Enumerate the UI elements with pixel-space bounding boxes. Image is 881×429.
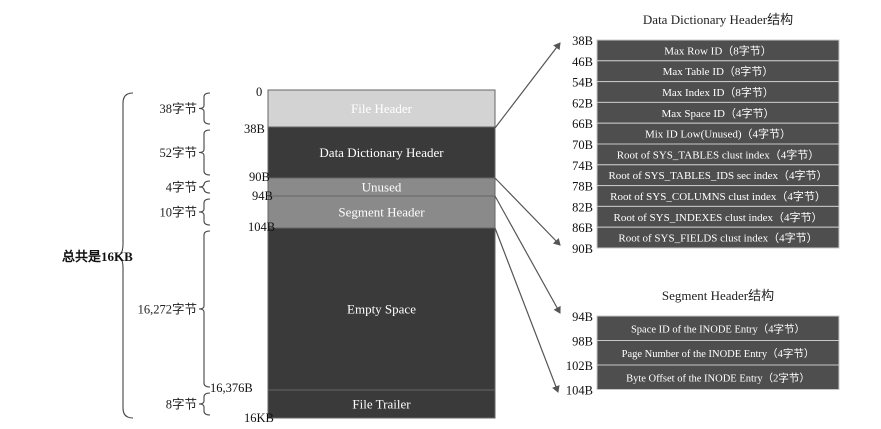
structure-field-label: Byte Offset of the INODE Entry（2字节） xyxy=(626,371,810,384)
page-section-label: Data Dictionary Header xyxy=(319,145,444,160)
structure-field-label: Max Row ID（8字节） xyxy=(664,43,772,57)
section-size-label: 38字节 xyxy=(159,101,197,116)
page-offset-label: 94B xyxy=(252,189,273,203)
page-section-data-dictionary-header xyxy=(267,126,496,179)
structure-field-label: Space ID of the INODE Entry（4字节） xyxy=(631,322,805,335)
structure-field-label: Max Index ID（8字节） xyxy=(662,85,774,99)
section-size-braces: 38字节 52字节 4字节 10字节 16,272字节 8字节 xyxy=(138,92,211,416)
page-offset-start: 0 xyxy=(256,85,262,99)
total-size-label: 总共是16KB xyxy=(62,249,133,264)
structure-offset-label: 104B xyxy=(566,384,593,398)
ddh-structure-title: Data Dictionary Header结构 xyxy=(643,12,793,27)
structure-field-cell xyxy=(596,340,840,366)
structure-offset-label: 38B xyxy=(572,34,593,48)
structure-field-label: Root of SYS_TABLES_IDS sec index（4字节） xyxy=(608,168,827,182)
structure-offset-label: 46B xyxy=(572,55,593,69)
structure-offset-label: 94B xyxy=(572,310,593,324)
structure-offset-label: 86B xyxy=(572,221,593,235)
ddh-offset-labels: 38B 46B 54B 62B 66B 70B 74B 78B 82B 86B 90B xyxy=(572,34,593,256)
seg-offset-labels: 94B 98B 102B 104B xyxy=(566,310,593,398)
section-size-label: 10字节 xyxy=(159,205,197,220)
page-section-label: File Trailer xyxy=(352,397,411,412)
page-section-segment-header xyxy=(267,195,496,229)
structure-field-label: Mix ID Low(Unused)（4字节） xyxy=(645,127,791,141)
structure-offset-label: 102B xyxy=(566,359,593,373)
structure-offset-label: 54B xyxy=(572,76,593,90)
structure-offset-label: 82B xyxy=(572,200,593,214)
structure-offset-label: 90B xyxy=(572,242,593,256)
section-size-brace xyxy=(198,198,211,226)
arrow-seg-top xyxy=(494,195,561,314)
connector-arrows xyxy=(494,42,561,393)
structure-offset-label: 98B xyxy=(572,335,593,349)
structure-offset-label: 78B xyxy=(572,180,593,194)
section-size-brace xyxy=(198,92,211,125)
structure-field-cell xyxy=(596,315,840,341)
structure-offset-label: 62B xyxy=(572,96,593,110)
section-size-brace xyxy=(198,180,211,194)
page-section-empty-space xyxy=(267,227,496,391)
page-section-label: Segment Header xyxy=(338,205,425,220)
arrow-seg-bottom xyxy=(494,227,560,393)
section-size-label: 8字节 xyxy=(166,397,197,412)
section-size-brace xyxy=(198,129,211,176)
section-size-label: 52字节 xyxy=(159,145,197,160)
structure-field-label: Root of SYS_FIELDS clust index（4字节） xyxy=(618,231,817,245)
section-size-label: 4字节 xyxy=(166,180,197,195)
structure-field-label: Max Table ID（8字节） xyxy=(663,64,774,78)
page-section-file-trailer xyxy=(267,389,496,419)
page-offset-label: 16KB xyxy=(244,411,274,425)
ddh-structure-table: Max Row ID（8字节） Max Table ID（8字节） Max Inde… xyxy=(596,39,840,249)
structure-field-label: Root of SYS_INDEXES clust index（4字节） xyxy=(614,210,823,224)
total-brace xyxy=(115,92,134,419)
structure-offset-label: 74B xyxy=(572,159,593,173)
page-section-label: Unused xyxy=(362,180,402,195)
structure-field-label: Root of SYS_TABLES clust index（4字节） xyxy=(617,147,820,161)
page-offset-label: 104B xyxy=(248,220,275,234)
structure-field-cell xyxy=(596,364,840,390)
structure-offset-label: 66B xyxy=(572,117,593,131)
structure-field-label: Page Number of the INODE Entry（4字节） xyxy=(622,347,815,360)
structure-field-label: Max Space ID（4字节） xyxy=(661,106,774,120)
section-size-brace xyxy=(198,392,211,416)
structure-offset-label: 70B xyxy=(572,138,593,152)
seg-structure-table: Space ID of the INODE Entry（4字节） Page Num… xyxy=(596,315,840,390)
page-section-label: Empty Space xyxy=(347,302,416,317)
page-section-label: File Header xyxy=(351,101,413,116)
section-size-brace xyxy=(198,230,211,388)
page-offset-label: 38B xyxy=(244,122,265,136)
structure-field-cell xyxy=(596,226,840,249)
arrow-ddh-bottom xyxy=(494,177,561,246)
structure-field-label: Root of SYS_COLUMNS clust index（4字节） xyxy=(610,189,826,203)
page-offset-labels: 38B 90B 94B 104B 16,376B 16KB xyxy=(210,122,275,425)
page-offset-label: 16,376B xyxy=(210,381,253,395)
seg-structure-title: Segment Header结构 xyxy=(662,288,774,303)
page-offset-label: 90B xyxy=(249,170,270,184)
arrow-ddh-top xyxy=(494,42,561,129)
section-size-label: 16,272字节 xyxy=(138,302,197,317)
